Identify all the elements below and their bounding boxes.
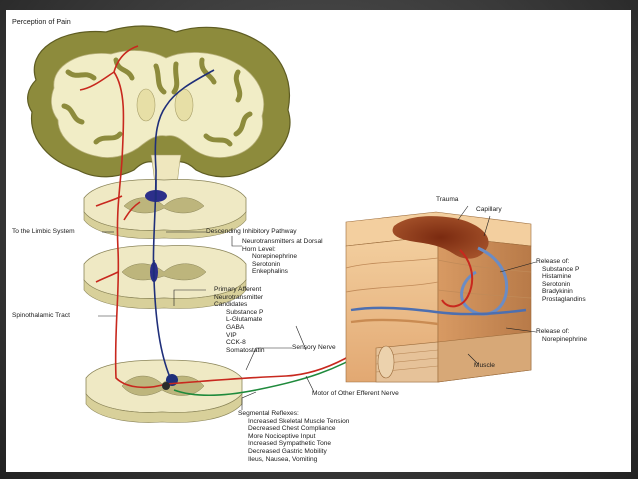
release-item: Substance P: [542, 265, 580, 273]
spinal-cord-section-lower: [85, 359, 243, 423]
release-item: Histamine: [542, 273, 572, 281]
segmental-reflexes-block: Segmental Reflexes: Increased Skeletal M…: [238, 410, 349, 463]
segmental-item: Ileus, Nausea, Vomiting: [248, 455, 318, 463]
primary-afferent-item: L-Glutamate: [226, 316, 263, 324]
primary-afferent-item: Substance P: [226, 308, 264, 316]
dorsal-horn-item: Norepinephrine: [252, 253, 298, 261]
release-item: Prostaglandins: [542, 295, 586, 303]
brain-ventricle-right: [174, 88, 194, 122]
dorsal-horn-item: Enkephalins: [252, 268, 288, 276]
label-trauma: Trauma: [436, 196, 459, 203]
label-descending-pathway: Descending Inhibitory Pathway: [206, 228, 297, 235]
segmental-item: Increased Skeletal Muscle Tension: [248, 417, 350, 425]
release-block-2: Release of: Norepinephrine: [536, 328, 587, 343]
brain-ventricle-left: [136, 88, 156, 122]
figure-title: Perception of Pain: [12, 17, 71, 26]
synapse-dorsal-horn: [162, 382, 170, 390]
trauma-wound: [392, 216, 489, 259]
dorsal-horn-block: Neurotransmitters at Dorsal Horn Level: …: [242, 238, 338, 276]
brain-section: [27, 25, 291, 191]
leader-lines: [98, 205, 537, 410]
pain-pathway-diagram: [27, 25, 537, 423]
tissue-block: [345, 211, 532, 383]
segmental-item: Increased Sympathetic Tone: [248, 440, 332, 448]
primary-afferent-item: VIP: [226, 331, 237, 339]
label-motor-nerve: Motor of Other Efferent Nerve: [312, 390, 399, 397]
label-sensory-nerve: Sensory Nerve: [292, 344, 336, 351]
label-limbic-system: To the Limbic System: [12, 228, 75, 235]
capillary-loop-red: [441, 249, 474, 308]
nerve-fiber-tan: [350, 318, 439, 326]
release-item: Norepinephrine: [542, 335, 588, 343]
segmental-item: More Nociceptive Input: [248, 432, 316, 440]
segmental-item: Decreased Chest Compliance: [248, 425, 336, 433]
release-heading-2: Release of:: [536, 328, 570, 335]
dorsal-horn-item: Serotonin: [252, 260, 281, 268]
primary-afferent-item: CCK-8: [226, 339, 246, 347]
muscle-fibers: [375, 331, 532, 383]
primary-afferent-block: Primary Afferent Neurotransmitter Candid…: [214, 286, 284, 354]
tissue-layers: [345, 257, 532, 299]
dorsal-horn-heading: Neurotransmitters at Dorsal Horn Level:: [242, 238, 323, 253]
primary-afferent-item: Somatostatin: [226, 346, 265, 354]
release-item: Bradykinin: [542, 288, 573, 296]
release-heading-1: Release of:: [536, 258, 570, 265]
segmental-heading: Segmental Reflexes:: [238, 410, 299, 417]
primary-afferent-item: GABA: [226, 323, 245, 331]
descending-pathway: [152, 69, 215, 383]
release-block-1: Release of: Substance P Histamine Seroto…: [536, 258, 586, 304]
release-item: Serotonin: [542, 280, 571, 288]
label-spinothalamic-tract: Spinothalamic Tract: [12, 312, 70, 319]
brain-gyri: [61, 57, 253, 147]
label-capillary: Capillary: [476, 206, 502, 213]
segmental-item: Decreased Gastric Mobility: [248, 447, 327, 455]
primary-afferent-heading: Primary Afferent Neurotransmitter Candid…: [214, 286, 264, 309]
spinal-cord-section-middle: [83, 245, 247, 309]
label-muscle: Muscle: [474, 362, 495, 369]
slide-canvas: Perception of Pain To the Limbic System …: [6, 10, 631, 472]
nerve-fiber-blue: [350, 306, 527, 316]
